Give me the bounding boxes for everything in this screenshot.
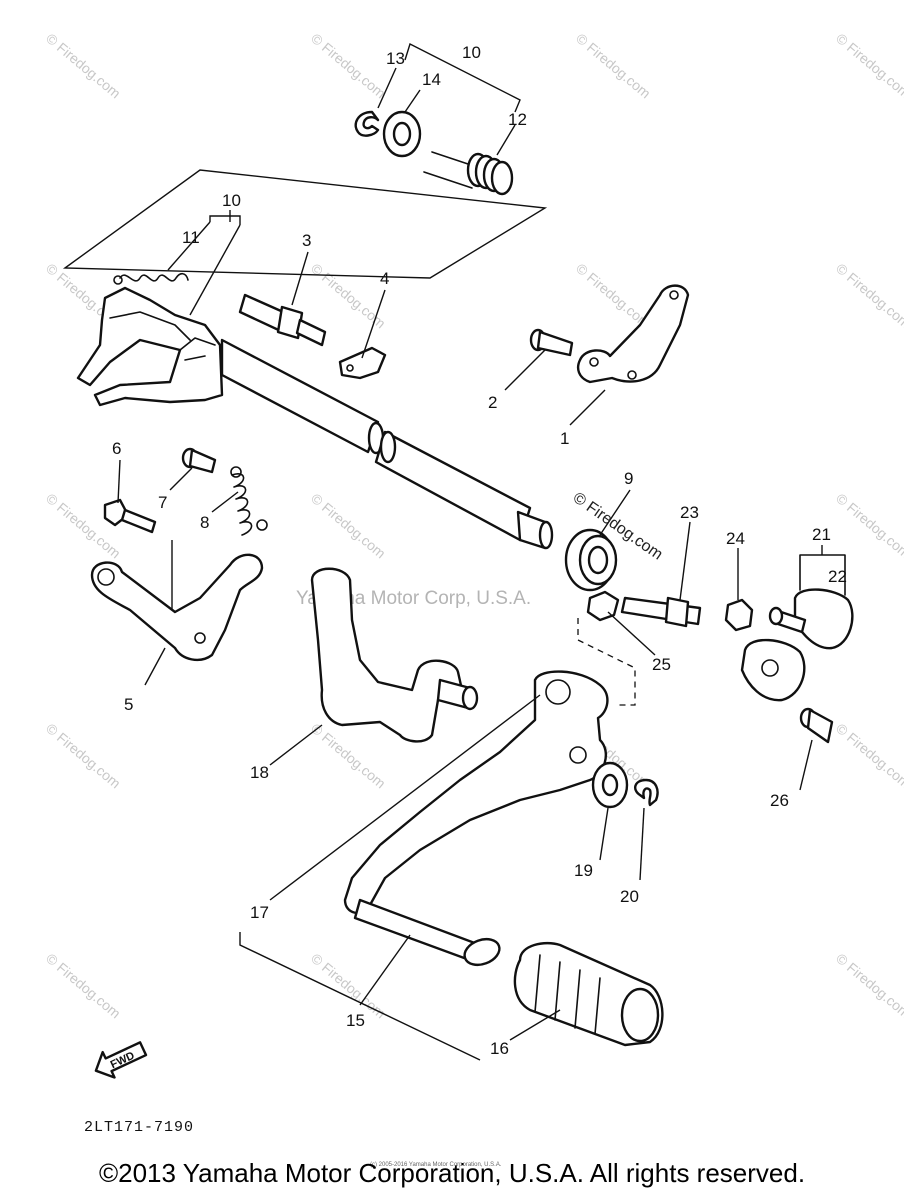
callout-10-mid: 10 bbox=[222, 191, 241, 210]
part-20-circlip bbox=[634, 778, 659, 807]
small-notice: (c) 2005-2016 Yamaha Motor Corporation, … bbox=[370, 1162, 502, 1168]
part-10-shift-arm-detail bbox=[109, 311, 216, 361]
part-17-pivot bbox=[569, 746, 587, 764]
part-16-rubber bbox=[513, 941, 664, 1047]
part-2-bolt bbox=[529, 328, 574, 357]
callout-6: 6 bbox=[112, 439, 121, 458]
part-6-bolt bbox=[103, 498, 157, 534]
assembly-outline-10-upper bbox=[404, 43, 521, 113]
callout-19: 19 bbox=[574, 861, 593, 880]
leader-lines bbox=[117, 67, 823, 1041]
callout-9: 9 bbox=[624, 469, 633, 488]
callout-10-top: 10 bbox=[462, 43, 481, 62]
part-7-bolt bbox=[181, 447, 217, 474]
diagram-code: 2LT171-7190 bbox=[84, 1119, 194, 1136]
callout-22: 22 bbox=[828, 567, 847, 586]
watermark-tile: © Firedog.com bbox=[43, 490, 124, 561]
part-11-spring bbox=[113, 272, 189, 285]
fwd-arrow: FWD bbox=[94, 1041, 148, 1079]
callout-11: 11 bbox=[182, 228, 200, 247]
part-15-rod bbox=[353, 898, 501, 967]
callout-labels: 13 10 14 12 10 11 3 4 2 1 6 7 8 5 9 23 2… bbox=[112, 43, 847, 1058]
part-12-spring bbox=[423, 151, 514, 196]
part-13-circlip bbox=[354, 110, 380, 137]
part-24-nut bbox=[724, 598, 754, 632]
part-9-oil-seal bbox=[564, 528, 618, 592]
callout-16: 16 bbox=[490, 1039, 509, 1058]
callout-13: 13 bbox=[386, 49, 405, 68]
part-22-joint bbox=[740, 638, 806, 702]
watermark-tile: © Firedog.com bbox=[308, 260, 389, 331]
callout-7: 7 bbox=[158, 493, 167, 512]
watermark-tile: © Firedog.com bbox=[833, 950, 904, 1021]
watermark-tile: © Firedog.com bbox=[308, 720, 389, 791]
watermark-tile: © Firedog.com bbox=[833, 490, 904, 561]
part-8-spring bbox=[230, 466, 268, 536]
part-26-bolt bbox=[799, 707, 834, 744]
watermark-tile: © Firedog.com bbox=[833, 30, 904, 101]
assembly-outline-15 bbox=[239, 932, 481, 1061]
watermark-tile: © Firedog.com bbox=[573, 30, 654, 101]
callout-4: 4 bbox=[380, 269, 389, 288]
callout-15: 15 bbox=[346, 1011, 365, 1030]
part-25-nut bbox=[586, 590, 620, 622]
fwd-label: FWD bbox=[109, 1050, 137, 1071]
callout-1: 1 bbox=[560, 429, 569, 448]
watermark-tile: © Firedog.com bbox=[43, 950, 124, 1021]
callout-12: 12 bbox=[508, 110, 527, 129]
callout-20: 20 bbox=[620, 887, 639, 906]
callout-5: 5 bbox=[124, 695, 133, 714]
watermark-tile: © Firedog.com bbox=[43, 720, 124, 791]
part-17-pivot bbox=[545, 679, 571, 705]
part-4-stopper bbox=[338, 346, 387, 380]
part-5-hole bbox=[97, 568, 115, 586]
watermark-tile: © Firedog.com bbox=[43, 30, 124, 101]
part-15-rod-end bbox=[463, 937, 501, 967]
shift-shaft bbox=[220, 338, 554, 550]
part-23-rod-end bbox=[620, 596, 702, 628]
part-21-joint bbox=[768, 588, 854, 650]
callout-18: 18 bbox=[250, 763, 269, 782]
watermark-tile: © Firedog.com bbox=[833, 720, 904, 791]
watermark-tile: © Firedog.com bbox=[308, 30, 389, 101]
callout-8: 8 bbox=[200, 513, 209, 532]
part-18-pin bbox=[436, 678, 479, 711]
assembly-outlines bbox=[62, 43, 846, 1061]
callout-25: 25 bbox=[652, 655, 671, 674]
part-1-bracket bbox=[576, 284, 690, 384]
part-19-washer-hole bbox=[601, 773, 619, 797]
assembly-outline-25 bbox=[577, 618, 636, 706]
watermark-center: Yamaha Motor Corp, U.S.A. bbox=[296, 588, 531, 609]
callout-3: 3 bbox=[302, 231, 311, 250]
callout-26: 26 bbox=[770, 791, 789, 810]
watermark-tile: © Firedog.com bbox=[833, 260, 904, 331]
part-14-washer-hole bbox=[392, 121, 412, 147]
fwd-arrow-icon bbox=[94, 1041, 148, 1079]
assembly-outline-10-lower bbox=[62, 169, 548, 279]
watermark-tile: © Firedog.com bbox=[308, 490, 389, 561]
callout-17: 17 bbox=[250, 903, 269, 922]
callout-14: 14 bbox=[422, 70, 441, 89]
part-5-hole bbox=[194, 632, 206, 644]
callout-24: 24 bbox=[726, 529, 745, 548]
part-5-arm bbox=[90, 553, 264, 662]
copyright-notice: ©2013 Yamaha Motor Corporation, U.S.A. A… bbox=[98, 1158, 806, 1188]
callout-21: 21 bbox=[812, 525, 831, 544]
callout-2: 2 bbox=[488, 393, 497, 412]
callout-23: 23 bbox=[680, 503, 699, 522]
part-3-bolt bbox=[238, 293, 327, 347]
